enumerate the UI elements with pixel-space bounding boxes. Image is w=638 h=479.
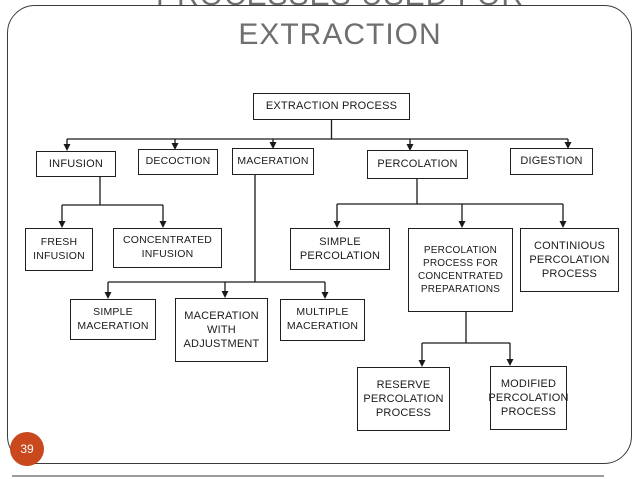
node-simple-percolation: SIMPLE PERCOLATION — [290, 228, 390, 270]
node-reserve-percolation-process: RESERVE PERCOLATION PROCESS — [357, 367, 450, 431]
page-number-badge: 39 — [10, 432, 44, 466]
node-digestion: DIGESTION — [510, 148, 593, 175]
node-multiple-maceration: MULTIPLE MACERATION — [280, 299, 365, 341]
slide-title-line2: EXTRACTION — [238, 18, 442, 51]
node-infusion: INFUSION — [36, 151, 116, 177]
slide-title: PROCESSES USED FOR EXTRACTION — [30, 0, 638, 54]
node-continious-percolation-process: CONTINIOUS PERCOLATION PROCESS — [520, 228, 619, 292]
node-percolation-process-for-concentrated-preparations: PERCOLATION PROCESS FOR CONCENTRATED PRE… — [408, 228, 513, 312]
node-concentrated-infusion: CONCENTRATED INFUSION — [113, 228, 222, 268]
node-decoction: DECOCTION — [138, 149, 218, 175]
node-percolation: PERCOLATION — [367, 150, 468, 179]
node-fresh-infusion: FRESH INFUSION — [25, 228, 93, 271]
node-modified-percolation-process: MODIFIED PERCOLATION PROCESS — [488, 366, 568, 430]
node-simple-maceration: SIMPLE MACERATION — [70, 299, 156, 340]
next-slide-edge — [12, 475, 604, 477]
slide-title-line1: PROCESSES USED FOR — [30, 0, 638, 15]
node-maceration: MACERATION — [232, 148, 314, 175]
node-extraction-process: EXTRACTION PROCESS — [253, 93, 410, 120]
node-maceration-with-adjustment: MACERATION WITH ADJUSTMENT — [175, 298, 268, 362]
